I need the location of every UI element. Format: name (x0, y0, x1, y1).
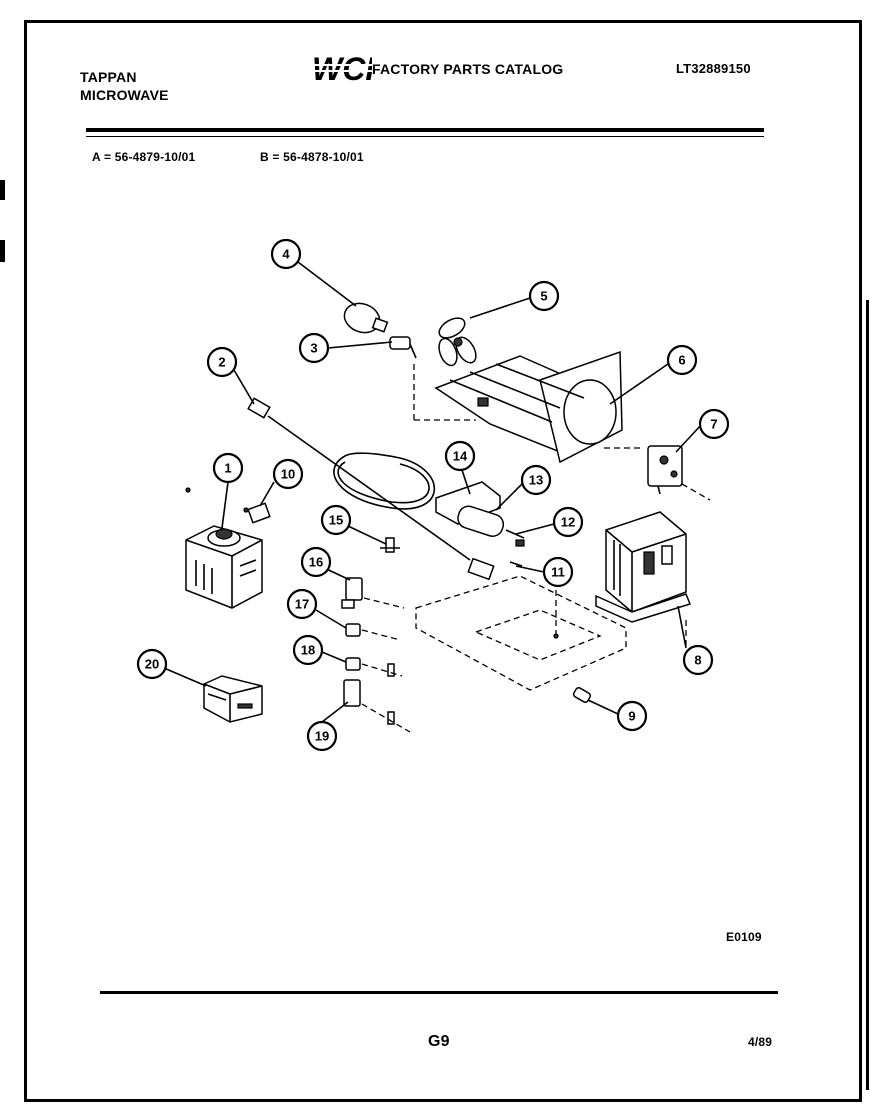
catalog-title: FACTORY PARTS CATALOG (372, 61, 564, 77)
callout-13: 13 (520, 464, 552, 496)
monitor-switch-part (343, 679, 411, 733)
callout-14: 14 (444, 440, 476, 472)
callout-4: 4 (270, 238, 302, 270)
callout-15-label: 15 (329, 513, 343, 528)
header-rule-thin (86, 136, 764, 137)
switch-lever-part (345, 657, 403, 677)
callout-15: 15 (320, 504, 352, 536)
callout-7: 7 (698, 408, 730, 440)
callout-12: 12 (552, 506, 584, 538)
callout-5: 5 (528, 280, 560, 312)
brand-line1: TAPPAN (80, 69, 137, 85)
lamp-bulb-part (343, 302, 389, 334)
callout-4-label: 4 (282, 247, 290, 262)
lamp-socket-part (389, 336, 417, 359)
figure-code: E0109 (726, 930, 762, 944)
edge-mark (866, 300, 869, 1090)
callout-10-label: 10 (281, 467, 295, 482)
transformer-part (595, 511, 691, 623)
callout-1-label: 1 (224, 461, 231, 476)
callout-5-label: 5 (540, 289, 547, 304)
callout-17: 17 (286, 588, 318, 620)
switch-part (647, 445, 683, 495)
callout-16-label: 16 (309, 555, 323, 570)
fan-bracket-part (434, 350, 623, 464)
callout-8-label: 8 (694, 653, 701, 668)
callout-17-label: 17 (295, 597, 309, 612)
leader-lines (163, 261, 703, 723)
catalog-number: LT32889150 (676, 61, 751, 76)
wci-logo-text: WCI (312, 52, 372, 86)
fuse-holder-part (467, 557, 523, 581)
callout-11: 11 (542, 556, 574, 588)
callout-6-label: 6 (678, 353, 685, 368)
callout-12-label: 12 (561, 515, 575, 530)
callout-19-label: 19 (315, 729, 329, 744)
callout-9-label: 9 (628, 709, 635, 724)
callout-2-label: 2 (218, 355, 225, 370)
fan-blade-part (438, 317, 477, 367)
callout-18: 18 (292, 634, 324, 666)
small-clip-part (380, 537, 400, 553)
diode-part (572, 687, 592, 703)
callout-10: 10 (272, 458, 304, 490)
callout-3-label: 3 (310, 341, 317, 356)
magnetron-thermostat-part (243, 502, 271, 524)
callout-7-label: 7 (710, 417, 717, 432)
callout-13-label: 13 (529, 473, 543, 488)
page-number: G9 (428, 1033, 450, 1050)
page-frame (24, 20, 862, 1102)
edge-mark (0, 240, 5, 262)
base-plate-outline (413, 360, 711, 691)
magnetron-part (185, 487, 263, 609)
callout-11-label: 11 (551, 565, 565, 580)
header-rule (86, 128, 764, 132)
callout-2: 2 (206, 346, 238, 378)
footer-rule (100, 991, 778, 994)
callout-20-label: 20 (145, 657, 159, 672)
callout-18-label: 18 (301, 643, 315, 658)
callout-14-label: 14 (453, 449, 468, 464)
wci-logo: WCI (310, 52, 372, 86)
callout-3: 3 (298, 332, 330, 364)
control-panel-part (203, 675, 263, 723)
model-a: A = 56-4879-10/01 (92, 150, 196, 164)
callout-19: 19 (306, 720, 338, 752)
interlock-switch-part (341, 577, 405, 609)
callout-16: 16 (300, 546, 332, 578)
callout-1: 1 (212, 452, 244, 484)
callout-20: 20 (136, 648, 168, 680)
capacitor-part (435, 481, 525, 547)
callout-8: 8 (682, 644, 714, 676)
edge-mark (0, 180, 5, 200)
model-b: B = 56-4878-10/01 (260, 150, 364, 164)
callout-6: 6 (666, 344, 698, 376)
brand-label: TAPPAN MICROWAVE (80, 68, 169, 104)
brand-line2: MICROWAVE (80, 87, 169, 103)
switch-actuator-part (345, 623, 401, 641)
callout-9: 9 (616, 700, 648, 732)
catalog-date: 4/89 (748, 1035, 773, 1049)
